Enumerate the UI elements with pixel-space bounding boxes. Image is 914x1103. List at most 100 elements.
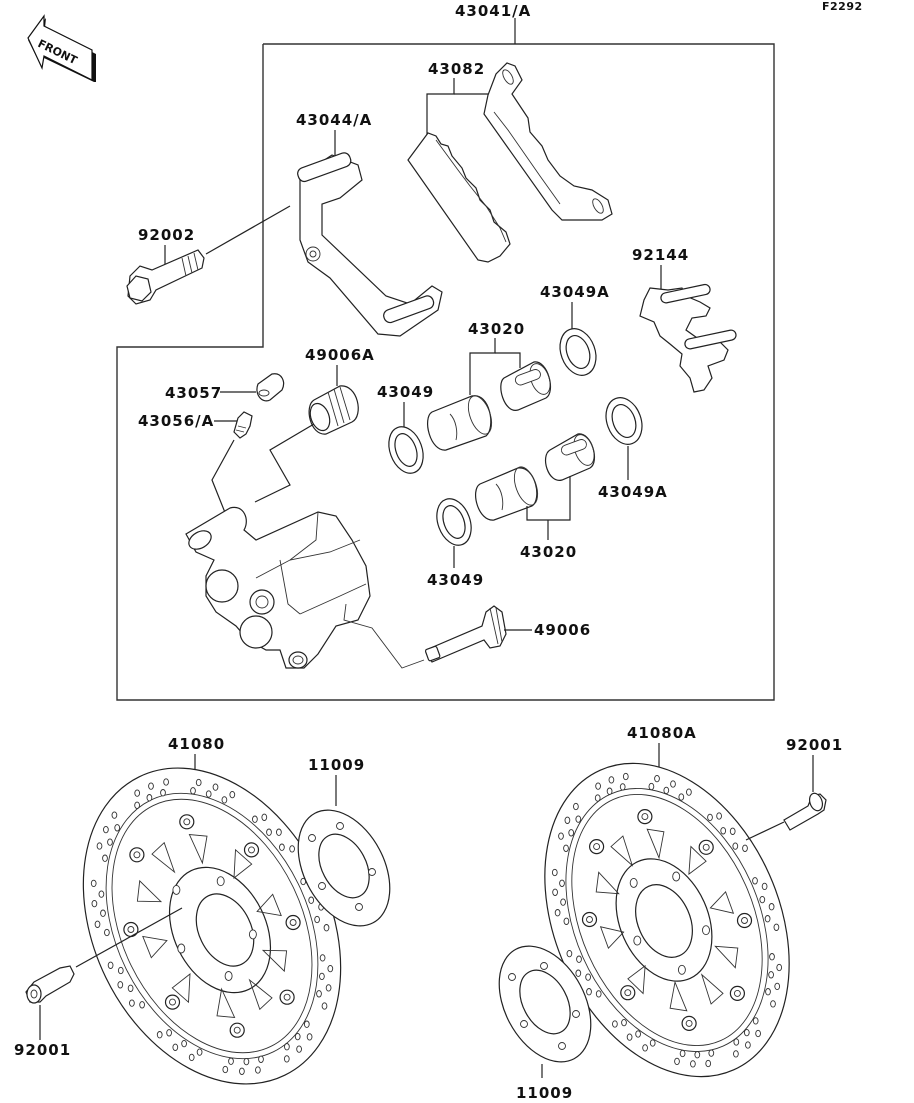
- vent-hole: [755, 1029, 761, 1038]
- label-43020-top: 43020: [468, 320, 525, 338]
- vent-hole: [649, 1039, 656, 1047]
- carrier-cutout: [171, 973, 191, 1004]
- vent-hole: [663, 786, 670, 795]
- vent-hole: [303, 1020, 310, 1028]
- pin-boot-49006A: 49006A: [254, 346, 374, 503]
- vent-hole: [276, 828, 282, 836]
- vent-hole: [221, 796, 228, 804]
- label-43049A-top: 43049A: [540, 283, 610, 301]
- right-disc-holes: [551, 772, 783, 1068]
- hub-bolt-hole: [677, 964, 686, 975]
- vent-hole: [314, 915, 320, 924]
- float-button-hole: [741, 917, 748, 924]
- vent-hole: [146, 794, 153, 802]
- float-button-hole: [685, 1019, 693, 1027]
- vent-hole: [770, 1000, 776, 1008]
- carrier-cutout: [709, 890, 735, 914]
- vent-hole: [654, 774, 660, 783]
- vent-hole: [127, 984, 134, 992]
- vent-hole: [129, 999, 135, 1007]
- vent-hole: [554, 909, 561, 917]
- vent-hole: [205, 790, 212, 798]
- hub-bolt-hole: [633, 935, 642, 946]
- vent-hole: [107, 961, 114, 969]
- vent-hole: [323, 924, 330, 932]
- vent-hole: [743, 1028, 750, 1037]
- vent-hole: [608, 776, 615, 784]
- bolt-92002: 92002: [126, 205, 291, 305]
- vent-hole: [768, 971, 774, 979]
- carrier-cutout: [188, 833, 208, 865]
- label-41080A: 41080A: [627, 724, 697, 742]
- carrier-cutout: [599, 926, 625, 950]
- vent-hole: [289, 845, 295, 853]
- vent-hole: [196, 1048, 203, 1056]
- hub-bolt-hole: [177, 943, 186, 954]
- vent-hole: [761, 882, 768, 891]
- vent-hole: [243, 1057, 250, 1066]
- vent-hole: [576, 955, 582, 963]
- vent-hole: [594, 794, 601, 802]
- vent-hole: [114, 824, 121, 832]
- disc-bolt-92001-left: 92001: [14, 907, 183, 1059]
- label-43082: 43082: [428, 60, 485, 78]
- float-button-hole: [624, 989, 632, 997]
- vent-hole: [752, 1017, 759, 1025]
- vent-hole: [134, 801, 140, 809]
- vent-hole: [769, 953, 775, 961]
- vent-hole: [252, 815, 258, 823]
- brake-disc-41080A: 41080A: [544, 724, 790, 1078]
- vent-hole: [188, 1053, 195, 1062]
- label-11009-left: 11009: [308, 756, 365, 774]
- brake-pads-43082: 43082: [407, 60, 613, 263]
- vent-hole: [558, 832, 564, 840]
- left-disc-holes: [90, 778, 334, 1075]
- float-button-hole: [183, 818, 191, 826]
- vent-hole: [559, 879, 565, 887]
- vent-hole: [172, 1043, 179, 1051]
- vent-hole: [306, 1033, 313, 1041]
- vent-hole: [284, 1043, 290, 1051]
- piston-seal-43049-bottom: 43049: [427, 498, 484, 589]
- vent-hole: [745, 1041, 751, 1049]
- vent-hole: [595, 782, 601, 790]
- label-43044A: 43044/A: [296, 111, 372, 129]
- vent-hole: [733, 1038, 740, 1046]
- carrier-cutout: [646, 828, 665, 860]
- float-button-hole: [248, 846, 255, 854]
- label-43049-bottom: 43049: [427, 571, 484, 589]
- carrier-cutout: [233, 848, 253, 879]
- vent-hole: [98, 890, 105, 898]
- vent-hole: [648, 782, 655, 791]
- carrier-cutout: [216, 987, 236, 1019]
- vent-hole: [148, 782, 154, 790]
- vent-hole: [774, 982, 781, 991]
- hub-bolt-hole: [248, 929, 257, 940]
- float-button-hole: [169, 998, 176, 1006]
- spacer-11009-left: 11009: [297, 756, 391, 927]
- figure-id: F2292: [822, 0, 863, 13]
- piston-set-43020-bottom: 43020: [475, 433, 595, 561]
- label-92001-right: 92001: [786, 736, 843, 754]
- vent-hole: [595, 990, 602, 998]
- vent-hole: [552, 888, 558, 896]
- vent-hole: [551, 868, 558, 877]
- label-49006: 49006: [534, 621, 591, 639]
- vent-hole: [568, 829, 575, 837]
- vent-hole: [255, 1066, 261, 1074]
- vent-hole: [563, 844, 569, 852]
- left-disc-spokes: [123, 814, 301, 1038]
- vent-hole: [729, 827, 736, 835]
- float-button-hole: [133, 851, 141, 859]
- label-43041A: 43041/A: [455, 2, 531, 20]
- vent-hole: [283, 1055, 290, 1063]
- vent-hole: [117, 981, 124, 989]
- caliper-body: [185, 506, 425, 669]
- vent-hole: [575, 815, 582, 823]
- vent-hole: [104, 928, 110, 937]
- vent-hole: [103, 825, 109, 834]
- vent-hole: [279, 843, 285, 851]
- vent-hole: [621, 1018, 627, 1027]
- vent-hole: [742, 844, 748, 852]
- vent-hole: [266, 828, 272, 836]
